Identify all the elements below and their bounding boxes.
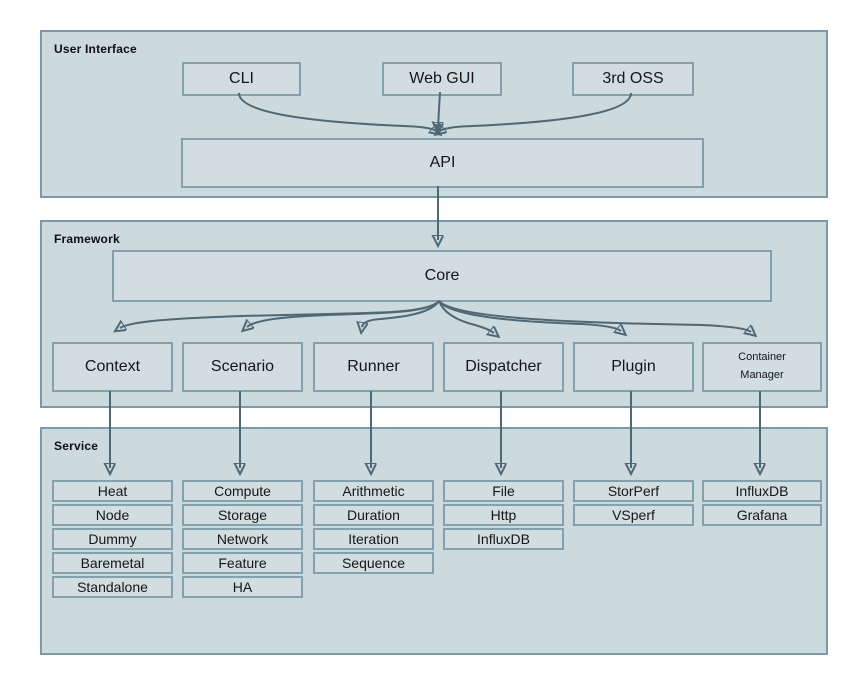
node-plugin-label: Plugin	[611, 358, 656, 375]
node-core: Core	[112, 250, 772, 302]
node-web-gui-label: Web GUI	[409, 70, 475, 87]
node-scenario: Scenario	[182, 342, 303, 392]
node-context: Context	[52, 342, 173, 392]
service-item: Baremetal	[52, 552, 173, 574]
service-item: HA	[182, 576, 303, 598]
node-3rd-oss: 3rd OSS	[572, 62, 694, 96]
service-item: Dummy	[52, 528, 173, 550]
service-item: Duration	[313, 504, 434, 526]
section-user-interface-label: User Interface	[54, 42, 137, 56]
service-column-context: Heat Node Dummy Baremetal Standalone	[52, 480, 173, 600]
service-item: Network	[182, 528, 303, 550]
node-container-manager-label: Container Manager	[738, 351, 786, 381]
service-item: Heat	[52, 480, 173, 502]
node-container-manager: Container Manager	[702, 342, 822, 392]
node-core-label: Core	[424, 267, 460, 284]
node-api-label: API	[429, 154, 456, 171]
service-item: VSperf	[573, 504, 694, 526]
service-column-runner: Arithmetic Duration Iteration Sequence	[313, 480, 434, 576]
node-runner-label: Runner	[347, 358, 400, 375]
node-web-gui: Web GUI	[382, 62, 502, 96]
service-item: InfluxDB	[702, 480, 822, 502]
node-cli: CLI	[182, 62, 301, 96]
service-item: Storage	[182, 504, 303, 526]
service-item: Feature	[182, 552, 303, 574]
section-framework: Framework Core Context Scenario Runner D…	[40, 220, 828, 408]
node-3rd-oss-label: 3rd OSS	[602, 70, 664, 87]
service-item: Grafana	[702, 504, 822, 526]
node-context-label: Context	[84, 358, 141, 375]
section-service: Service Heat Node Dummy Baremetal Standa…	[40, 427, 828, 655]
node-plugin: Plugin	[573, 342, 694, 392]
node-api: API	[181, 138, 704, 188]
node-dispatcher: Dispatcher	[443, 342, 564, 392]
service-column-container-manager: InfluxDB Grafana	[702, 480, 822, 528]
node-dispatcher-label: Dispatcher	[465, 358, 542, 375]
service-item: Arithmetic	[313, 480, 434, 502]
service-column-scenario: Compute Storage Network Feature HA	[182, 480, 303, 600]
service-item: Http	[443, 504, 564, 526]
section-user-interface: User Interface CLI Web GUI 3rd OSS API	[40, 30, 828, 198]
service-item: Node	[52, 504, 173, 526]
section-service-label: Service	[54, 439, 99, 453]
service-item: Compute	[182, 480, 303, 502]
service-item: File	[443, 480, 564, 502]
node-runner: Runner	[313, 342, 434, 392]
service-column-plugin: StorPerf VSperf	[573, 480, 694, 528]
service-item: Sequence	[313, 552, 434, 574]
service-column-dispatcher: File Http InfluxDB	[443, 480, 564, 552]
service-item: StorPerf	[573, 480, 694, 502]
node-cli-label: CLI	[229, 70, 254, 87]
service-item: Standalone	[52, 576, 173, 598]
node-scenario-label: Scenario	[210, 358, 275, 375]
service-item: InfluxDB	[443, 528, 564, 550]
service-item: Iteration	[313, 528, 434, 550]
section-framework-label: Framework	[54, 232, 120, 246]
